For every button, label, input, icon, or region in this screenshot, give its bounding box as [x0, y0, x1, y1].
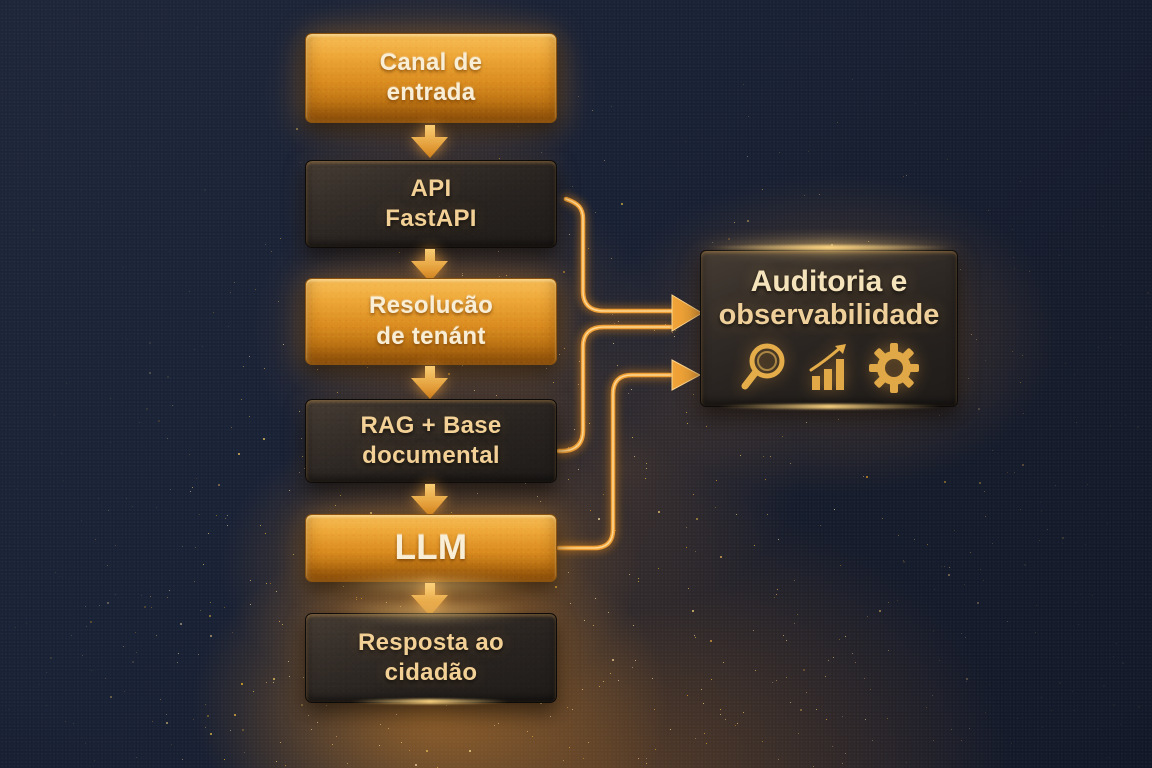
box-label: RAG + Base — [360, 411, 502, 439]
arrowhead-to-audit-upper — [671, 294, 703, 332]
box-label: entrada — [386, 79, 476, 106]
flow-box-rag-base-documental: RAG + Base documental — [305, 399, 557, 483]
down-arrow-icon — [411, 125, 448, 158]
bar-chart-icon — [809, 344, 846, 391]
flow-box-resolucao-tenant: Resolucão de tenánt — [305, 278, 557, 365]
audit-icon-row — [738, 340, 920, 394]
box-label: cidadão — [384, 659, 478, 686]
down-arrow-icon — [411, 366, 448, 399]
box-label: documental — [362, 442, 500, 469]
box-label: Resolucão — [368, 292, 494, 320]
flow-box-api-fastapi: API FastAPI — [305, 160, 557, 248]
audit-title-line1: Auditoria e — [750, 265, 908, 298]
box-label: API — [410, 174, 452, 202]
down-arrow-icon — [411, 583, 448, 616]
magnifier-icon — [741, 343, 785, 390]
flow-box-resposta-cidadao: Resposta ao cidadão — [305, 613, 557, 703]
down-arrow-icon — [411, 484, 448, 517]
arrowhead-to-audit-lower — [671, 359, 702, 391]
gear-icon — [869, 343, 919, 394]
box-label: Resposta ao — [357, 628, 504, 656]
box-label: de tenánt — [376, 322, 486, 350]
audit-title-line2: observabilidade — [718, 298, 940, 331]
connector-llm-to-audit — [556, 372, 673, 551]
audit-observability-box: Auditoria e observabilidade — [700, 250, 958, 407]
flow-box-llm: LLM — [305, 514, 557, 582]
box-label: Canal de — [379, 48, 483, 76]
box-label: LLM — [394, 527, 468, 567]
flow-box-canal-entrada: Canal de entrada — [305, 33, 557, 123]
box-label: FastAPI — [385, 205, 477, 232]
